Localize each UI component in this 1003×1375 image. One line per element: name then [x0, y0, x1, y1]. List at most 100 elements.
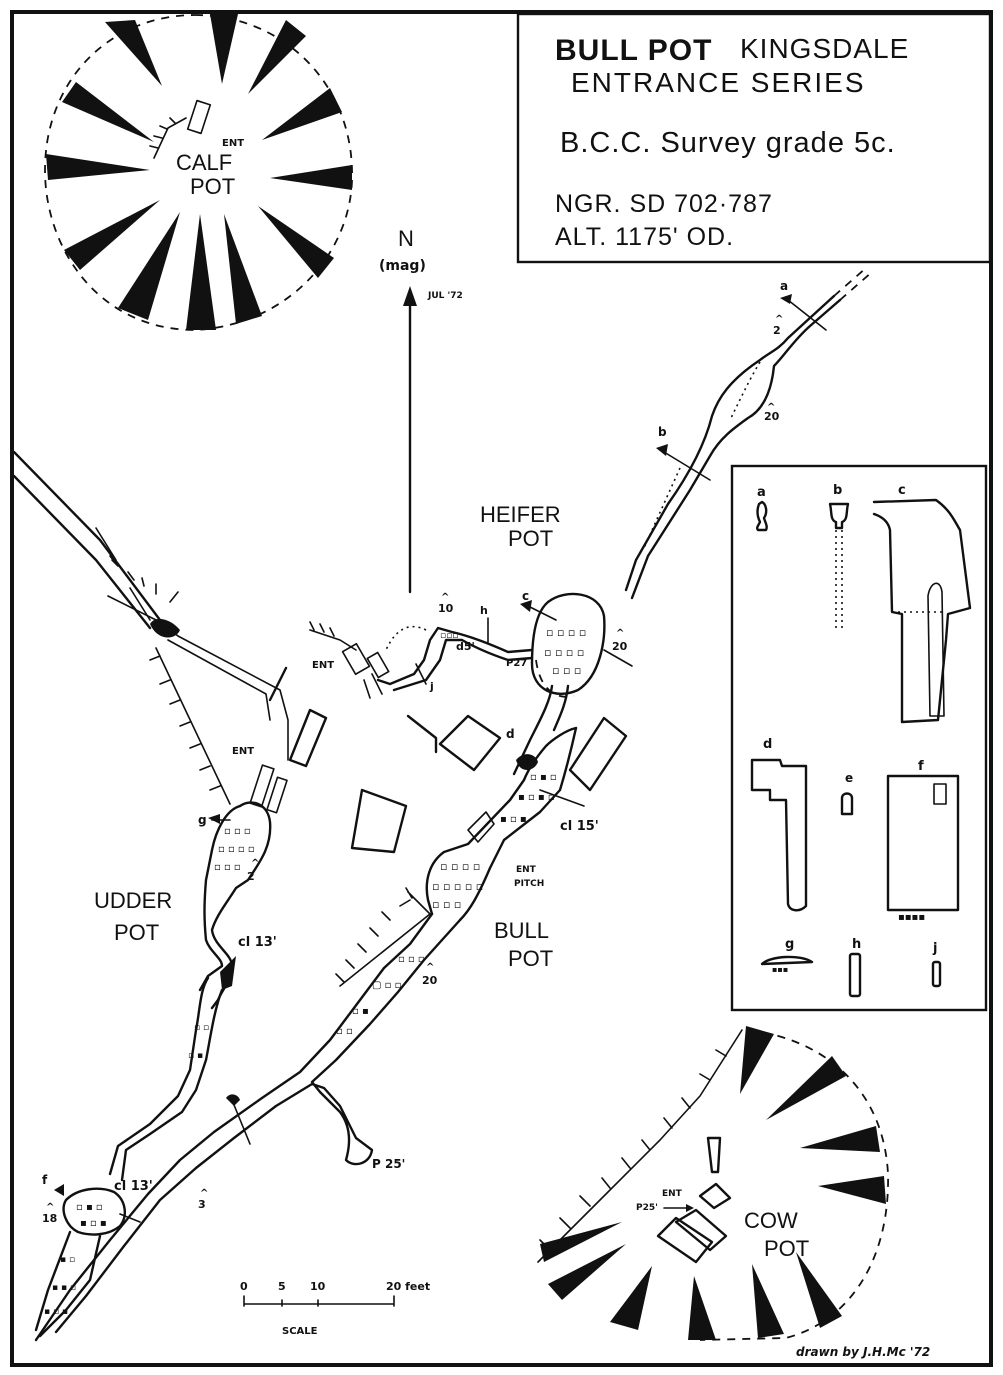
height-10: 10	[438, 602, 454, 615]
junction-cl13: cl 13'	[114, 1179, 153, 1194]
sect-f-blocks: ▪▪▪▪	[898, 912, 925, 923]
sect-c-marker: c	[522, 589, 529, 603]
sect-h-marker: h	[480, 604, 488, 617]
north-label: N	[398, 226, 414, 251]
bull-main-blocks: ▫ ▫ ▫	[398, 954, 425, 965]
height-20-b: 20	[612, 640, 628, 653]
sect-g-marker: g	[198, 813, 207, 827]
cross-sections-legend: a b c d e f ▪▪▪▪ g ▪▪▪ h j	[730, 464, 988, 1012]
caret-18: ^	[46, 1202, 54, 1213]
heifer-pot-passage: HEIFER POT ▫ ▫ ▫ ▫ ▫ ▫ ▫ ▫ ▫ ▫ ▫ a b c 2…	[309, 267, 873, 699]
udder-lower-blocks: ▫ ▫	[194, 1023, 209, 1033]
udder-pot-passage: ENT ▫ ▫ ▫ ▫ ▫ ▫ ▫ ▫ ▫ ▫ g 2 ^ UDDER POT …	[12, 450, 289, 1182]
shakehole-wedges-calf	[46, 14, 352, 330]
cow-p25: P25'	[636, 1203, 658, 1213]
heifer-chamber-blocks-2: ▫ ▫ ▫ ▫	[544, 646, 584, 659]
heifer-pot-name-2: POT	[508, 526, 553, 551]
altitude: ALT. 1175' OD.	[555, 223, 734, 251]
caret-3: ^	[200, 1188, 208, 1199]
udder-cl13: cl 13'	[238, 935, 277, 950]
calf-pot-shakehole: ENT CALF POT	[44, 14, 353, 331]
caret-20-a: ^	[767, 402, 775, 413]
title-line1-rest: KINGSDALE	[740, 33, 909, 64]
bull-main-blocks-2: ▢ ▫ ▫	[372, 980, 401, 991]
calf-ent-label: ENT	[222, 138, 244, 149]
sect-a-label: a	[757, 485, 766, 500]
map-border	[10, 10, 993, 1367]
heifer-d5: d5'	[456, 640, 475, 653]
cow-pot-shakehole: ENT P25' COW POT	[537, 1026, 889, 1341]
udder-ent-label: ENT	[232, 746, 254, 757]
bull-upper-blocks-2: ▪ ▫ ▪ ▫	[518, 792, 555, 803]
north-arrow: N (mag) JUL '72	[379, 226, 463, 594]
sect-d-marker: d	[506, 727, 515, 741]
surface-features	[268, 666, 628, 854]
junction-blocks-2: ▪ ▫ ▪	[80, 1218, 107, 1229]
bull-main-blocks-3: ▫ ▪	[352, 1006, 369, 1017]
height-18: 18	[42, 1212, 57, 1225]
bull-chamber-blocks-3: ▫ ▫ ▫	[432, 898, 461, 911]
scale-label: SCALE	[282, 1326, 318, 1337]
cow-pot-name-2: POT	[764, 1236, 809, 1261]
bull-upper-blocks: ▫ ▪ ▫	[530, 772, 557, 783]
sect-b-label: b	[833, 483, 842, 498]
sect-d-label: d	[763, 737, 772, 752]
bull-pot-passage: ▫ ▪ ▫ ▪ ▫ ▪ ▫ ▪ ▫ ▪ cl 15' d ENT PITCH ▫…	[34, 684, 599, 1342]
calf-pot-name-2: POT	[190, 174, 235, 199]
sect-g-label: g	[785, 937, 794, 952]
height-20-a: 20	[764, 410, 780, 423]
sect-g-blocks: ▪▪▪	[772, 965, 788, 974]
shakehole-wedges-cow	[540, 1026, 886, 1340]
scale-tick-0: 0	[240, 1280, 248, 1293]
sw-passage-blocks: ▪ ▫	[60, 1255, 75, 1265]
heifer-chamber-blocks-3: ▫ ▫ ▫	[552, 664, 581, 677]
sect-f-label: f	[918, 759, 924, 774]
grid-reference: NGR. SD 702·787	[555, 190, 773, 218]
cow-ent-label: ENT	[662, 1189, 683, 1199]
bull-pot-name-2: POT	[508, 946, 553, 971]
udder-pot-name-2: POT	[114, 920, 159, 945]
title-block: BULL POT KINGSDALE ENTRANCE SERIES B.C.C…	[516, 12, 992, 264]
bull-main-blocks-4: ▫ ▫	[336, 1026, 353, 1037]
junction-blocks: ▫ ▪ ▫	[76, 1202, 103, 1213]
udder-chamber-blocks: ▫ ▫ ▫	[224, 826, 251, 837]
author-credit: drawn by J.H.Mc '72	[796, 1345, 930, 1359]
cow-pot-name-1: COW	[744, 1208, 798, 1233]
sect-j-marker: j	[429, 680, 434, 693]
scale-tick-10: 10	[310, 1280, 326, 1293]
sect-c-label: c	[898, 483, 906, 498]
heifer-passage-blocks: ▫▫▫	[440, 631, 458, 641]
title-line1-bold: BULL POT	[555, 34, 712, 67]
bull-ent-pitch-2: PITCH	[514, 879, 544, 889]
bull-ent-pitch-1: ENT	[516, 865, 537, 875]
sect-e-label: e	[845, 771, 853, 785]
survey-grade: B.C.C. Survey grade 5c.	[560, 127, 896, 159]
heifer-pot-name-1: HEIFER	[480, 502, 561, 527]
sect-b-marker: b	[658, 425, 667, 439]
scale-tick-20: 20 feet	[386, 1280, 430, 1293]
height-3: 3	[198, 1198, 206, 1211]
height-20-c: 20	[422, 974, 438, 987]
udder-lower-blocks-2: ▫ ▪	[188, 1051, 203, 1061]
sw-passage-blocks-2: ▪ ▪ ▫	[52, 1283, 76, 1293]
caret-2-b: ^	[251, 858, 259, 869]
udder-chamber-blocks-3: ▫ ▫ ▫	[214, 862, 241, 873]
survey-date: JUL '72	[427, 291, 463, 301]
caret-20-c: ^	[426, 962, 434, 973]
north-mag: (mag)	[379, 258, 426, 274]
udder-pot-name-1: UDDER	[94, 888, 172, 913]
udder-chamber-blocks-2: ▫ ▫ ▫ ▫	[218, 844, 255, 855]
height-2-a: 2	[773, 324, 781, 337]
caret-10: ^	[441, 592, 449, 603]
bull-cl15: cl 15'	[560, 819, 599, 834]
scale-tick-5: 5	[278, 1280, 286, 1293]
calf-pot-name-1: CALF	[176, 150, 232, 175]
sw-passage-blocks-3: ▪ ▫ ▪	[44, 1307, 68, 1317]
sect-a-marker: a	[780, 279, 788, 293]
sect-f-marker: f	[42, 1173, 48, 1187]
caret-2-a: ^	[775, 314, 783, 325]
heifer-chamber-blocks: ▫ ▫ ▫ ▫	[546, 626, 586, 639]
bull-p25: P 25'	[372, 1157, 405, 1171]
bull-upper-blocks-3: ▪ ▫ ▪	[500, 814, 527, 825]
